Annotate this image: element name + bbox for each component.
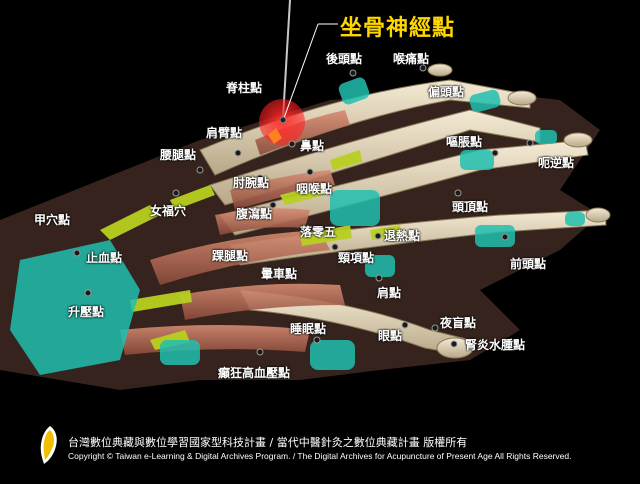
point-label-diankuang: 癲狂高血壓點: [218, 366, 291, 380]
title-pointer-line: [283, 23, 319, 119]
point-label-yunche: 暈車點: [261, 267, 298, 281]
point-label-qiantou: 前頭點: [510, 257, 547, 271]
point-label-yaotui: 腰腿點: [160, 148, 197, 162]
point-label-yemang: 夜盲點: [440, 316, 477, 330]
point-label-piantou: 偏頭點: [428, 85, 465, 99]
point-label-jingxiang: 頸項點: [338, 251, 375, 265]
page-title: 坐骨神經點: [340, 16, 456, 41]
point-label-shuimian: 睡眠點: [290, 322, 327, 336]
point-label-houtong: 喉痛點: [393, 52, 430, 66]
point-label-zhixue: 止血點: [86, 251, 123, 265]
point-label-touding: 頭頂點: [452, 200, 489, 214]
point-label-huaitui: 踝腿點: [212, 249, 249, 263]
point-label-shenyan: 腎炎水腫點: [465, 338, 526, 352]
point-label-bi: 鼻點: [300, 139, 325, 153]
point-label-jiaxue: 甲穴點: [34, 213, 71, 227]
point-label-yan: 眼點: [378, 329, 403, 343]
point-label-houtou: 後頭點: [326, 52, 363, 66]
point-label-jian: 肩點: [377, 286, 402, 300]
point-label-nvfuxue: 女福穴: [150, 204, 187, 218]
point-label-jianbi: 肩臂點: [206, 126, 243, 140]
point-label-enie: 呃逆點: [538, 156, 575, 170]
point-label-shengya: 升壓點: [68, 305, 105, 319]
footer-copyright-zh: 台灣數位典藏與數位學習國家型科技計畫 / 當代中醫針灸之數位典藏計畫 版權所有: [68, 436, 468, 449]
point-label-yanhou: 咽喉點: [296, 182, 333, 196]
point-label-zhouwan: 肘腕點: [233, 176, 270, 190]
point-label-outu: 嘔脹點: [446, 135, 483, 149]
point-label-laozhen: 落零五: [300, 225, 337, 239]
point-label-jizhu: 脊柱點: [226, 81, 263, 95]
footer-copyright-en: Copyright © Taiwan e-Learning & Digital …: [68, 451, 572, 461]
point-label-tuire: 退熱點: [384, 229, 421, 243]
taiwan-logo-icon: [40, 426, 57, 464]
point-label-fuxie: 腹瀉點: [236, 207, 273, 221]
acupuncture-needle: [282, 0, 291, 119]
